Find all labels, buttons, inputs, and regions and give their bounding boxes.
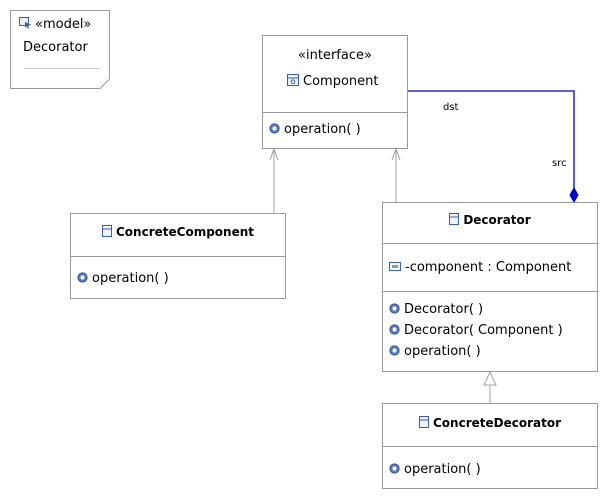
- operation-icon: [269, 123, 280, 134]
- decorator-attribute[interactable]: -component : Component: [389, 260, 571, 276]
- component-name: Component: [303, 74, 379, 89]
- model-stereotype: «model»: [35, 17, 92, 32]
- operation-label: operation( ): [404, 344, 481, 359]
- association-dst-label: dst: [443, 102, 459, 113]
- decorator-class-box[interactable]: Decorator -component : Component Decorat…: [382, 202, 598, 372]
- decorator-operation[interactable]: operation( ): [389, 344, 481, 360]
- operation-label: Decorator( ): [404, 302, 484, 317]
- generalization-decorator-to-component: [391, 147, 401, 202]
- note-outline: [10, 10, 110, 89]
- concretecomponent-divider: [71, 256, 285, 257]
- composition-association: [408, 90, 579, 204]
- component-interface-box[interactable]: «interface» Component operation( ): [262, 35, 408, 149]
- operation-icon: [389, 303, 400, 314]
- field-icon: [389, 262, 401, 271]
- class-icon: [102, 225, 112, 237]
- operation-label: Decorator( Component ): [404, 323, 563, 338]
- model-name: Decorator: [23, 40, 88, 55]
- operation-label: operation( ): [92, 271, 169, 286]
- operation-icon: [389, 463, 400, 474]
- attribute-label: -component : Component: [405, 260, 572, 275]
- interface-icon: [287, 74, 299, 86]
- component-stereotype: «interface»: [298, 48, 372, 63]
- decorator-divider-1: [383, 243, 597, 244]
- operation-label: operation( ): [404, 462, 481, 477]
- operation-icon: [389, 324, 400, 335]
- concretecomponent-class-box[interactable]: ConcreteComponent operation( ): [70, 213, 286, 299]
- component-operation[interactable]: operation( ): [269, 122, 361, 138]
- model-note[interactable]: «model» Decorator: [10, 10, 110, 89]
- operation-icon: [389, 345, 400, 356]
- generalization-concretecomponent-to-component: [269, 147, 279, 213]
- concretecomponent-name: ConcreteComponent: [116, 225, 254, 239]
- generalization-concretedecorator-to-decorator: [483, 370, 497, 403]
- concretedecorator-name: ConcreteDecorator: [432, 416, 561, 430]
- class-icon: [418, 416, 429, 428]
- decorator-divider-2: [383, 291, 597, 292]
- operation-icon: [77, 272, 88, 283]
- component-divider: [263, 112, 407, 113]
- concretedecorator-class-box[interactable]: ConcreteDecorator operation( ): [382, 403, 598, 489]
- concretedecorator-divider: [383, 446, 597, 447]
- concretedecorator-operation[interactable]: operation( ): [389, 462, 481, 478]
- class-icon: [449, 213, 460, 225]
- association-src-label: src: [552, 158, 567, 169]
- decorator-name: Decorator: [463, 213, 531, 227]
- model-icon: [19, 17, 32, 29]
- operation-label: operation( ): [284, 122, 361, 137]
- decorator-operation[interactable]: Decorator( ): [389, 302, 483, 318]
- decorator-operation[interactable]: Decorator( Component ): [389, 323, 563, 339]
- concretecomponent-operation[interactable]: operation( ): [77, 271, 169, 287]
